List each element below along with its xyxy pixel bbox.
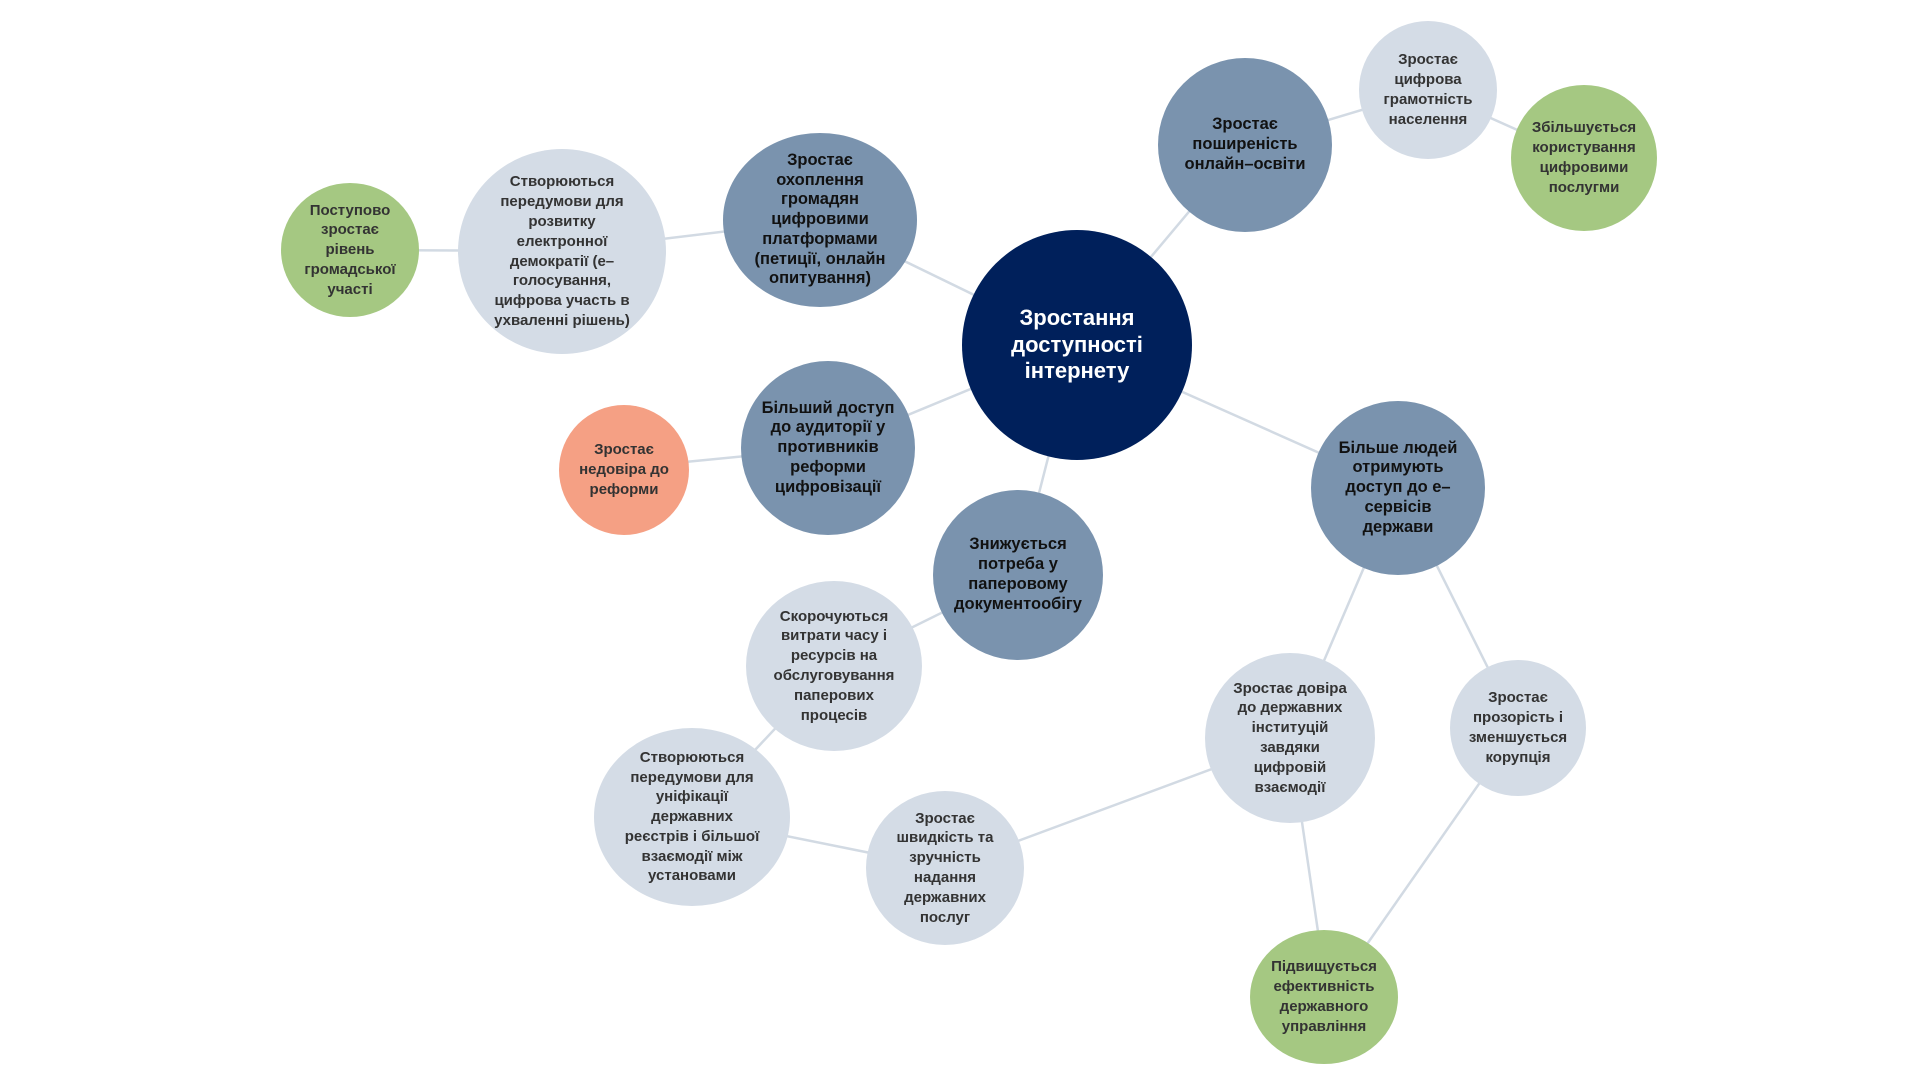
node-service-speed-label: Зростає швидкість та зручність надання д… xyxy=(896,809,994,926)
node-digital-literacy: Зростає цифрова грамотність населення xyxy=(1359,21,1497,159)
node-gov-efficiency: Підвищується ефективність державного упр… xyxy=(1250,930,1398,1064)
node-trust-institutions: Зростає довіра до державних інституцій з… xyxy=(1205,653,1375,823)
node-digital-literacy-label: Зростає цифрова грамотність населення xyxy=(1383,51,1473,128)
node-gov-efficiency-label: Підвищується ефективність державного упр… xyxy=(1271,958,1377,1035)
node-online-education-label: Зростає поширеність онлайн–освіти xyxy=(1184,115,1306,173)
node-civic-participation: Поступово зростає рівень громадської уча… xyxy=(281,183,419,317)
node-service-speed: Зростає швидкість та зручність надання д… xyxy=(866,791,1024,945)
node-opponents-access-label: Більший доступ до аудиторії у противникі… xyxy=(761,398,895,496)
center-node-label: Зростання доступності інтернету xyxy=(1011,304,1143,384)
node-transparency: Зростає прозорість і зменшується корупці… xyxy=(1450,660,1586,796)
node-registries: Створюються передумови для уніфікації де… xyxy=(594,728,790,906)
node-digital-services-use: Збільшується користування цифровими посл… xyxy=(1511,85,1657,231)
node-digital-services-use-label: Збільшується користування цифровими посл… xyxy=(1531,119,1637,196)
node-e-services-label: Більше людей отримують доступ до е–серві… xyxy=(1338,438,1458,536)
node-paper-costs-label: Скорочуються витрати часу і ресурсів на … xyxy=(773,607,895,724)
node-transparency-label: Зростає прозорість і зменшується корупці… xyxy=(1468,689,1568,766)
node-reform-distrust: Зростає недовіра до реформи xyxy=(559,405,689,535)
center-node: Зростання доступності інтернету xyxy=(962,230,1192,460)
node-civic-participation-label: Поступово зростає рівень громадської уча… xyxy=(304,201,396,298)
node-e-services: Більше людей отримують доступ до е–серві… xyxy=(1311,401,1485,575)
node-citizen-platforms: Зростає охоплення громадян цифровими пла… xyxy=(723,133,917,307)
node-e-democracy-label: Створюються передумови для розвитку елек… xyxy=(494,173,630,329)
node-online-education: Зростає поширеність онлайн–освіти xyxy=(1158,58,1332,232)
node-reform-distrust-label: Зростає недовіра до реформи xyxy=(579,441,669,498)
node-paper-costs: Скорочуються витрати часу і ресурсів на … xyxy=(746,581,922,751)
node-opponents-access: Більший доступ до аудиторії у противникі… xyxy=(741,361,915,535)
node-trust-institutions-label: Зростає довіра до державних інституцій з… xyxy=(1233,679,1347,796)
node-e-democracy: Створюються передумови для розвитку елек… xyxy=(458,149,666,354)
node-less-paperwork: Знижується потреба у паперовому документ… xyxy=(933,490,1103,660)
node-less-paperwork-label: Знижується потреба у паперовому документ… xyxy=(954,535,1082,613)
node-registries-label: Створюються передумови для уніфікації де… xyxy=(624,748,760,885)
node-citizen-platforms-label: Зростає охоплення громадян цифровими пла… xyxy=(754,150,886,288)
